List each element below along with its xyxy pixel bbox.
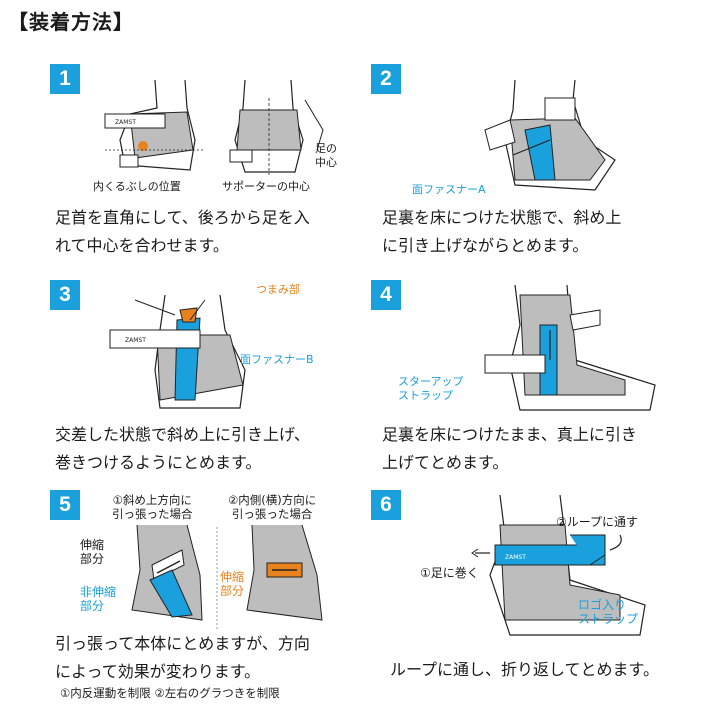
step-6-description: ループに通し、折り返してとめます。: [390, 660, 659, 679]
step-4-description: 足裏を床につけたまま、真上に引き 上げてとめます。: [382, 425, 637, 472]
step-6-logo-label: ロゴ入り ストラップ: [578, 598, 639, 626]
step-6-loop-label: ②ループに通す: [556, 515, 639, 529]
step-4-stirrup-label: スターアップ ストラップ: [398, 375, 464, 402]
step-1-brand: ZAMST: [115, 119, 136, 126]
step-3-number: 3: [50, 280, 80, 310]
step-5-illustration: [131, 525, 323, 630]
page-title: 【装着方法】: [8, 10, 134, 34]
step-2-number: 2: [371, 64, 401, 94]
step-2-description: 足裏を床につけた状態で、斜め上 に引き上げながらとめます。: [382, 208, 622, 255]
step-3-tab-label: つまみ部: [256, 283, 300, 296]
step-5-stretch2-label: 伸縮 部分: [220, 570, 245, 598]
step-3-fastener-label: 面ファスナーB: [240, 353, 314, 366]
step-3-description: 交差した状態で斜め上に引き上げ、 巻きつけるようにとめます。: [55, 425, 310, 472]
step-1-center-label: サポーターの中心: [222, 180, 310, 193]
step-5-stretch-label: 伸縮 部分: [80, 538, 105, 566]
step-5-case1-label: ①斜め上方向に 引っ張った場合: [112, 493, 193, 521]
step-5-description: 引っ張って本体にとめますが、方向 によって効果が変わります。: [55, 634, 310, 681]
step-5-case2-label: ②内側(横)方向に 引っ張った場合: [228, 493, 317, 521]
step-3-illustration: ZAMST: [109, 294, 246, 409]
step-5-note: ①内反運動を制限 ②左右のグラつきを制限: [60, 686, 280, 700]
step-6-illustration: ZAMST: [471, 495, 646, 636]
step-5-nonstretch-label: 非伸縮 部分: [80, 585, 117, 613]
step-4-number: 4: [371, 280, 401, 310]
step-1-description: 足首を直角にして、後ろから足を入 れて中心を合わせます。: [55, 208, 310, 255]
step-6-number: 6: [371, 490, 401, 520]
step-4-illustration: [484, 285, 656, 411]
step-3-brand: ZAMST: [125, 337, 146, 344]
step-6-wrap-label: ①足に巻く: [420, 566, 479, 580]
step-2-illustration: [484, 80, 616, 191]
step-2-fastener-label: 面ファスナーA: [412, 183, 486, 196]
step-1-foot-center-label: 足の 中心: [315, 142, 337, 169]
step-5-number: 5: [50, 490, 80, 520]
step-1-illustration: ZAMST: [104, 80, 324, 175]
step-6-brand: ZAMST: [505, 554, 526, 561]
step-1-ankle-label: 内くるぶしの位置: [93, 180, 181, 193]
step-1-number: 1: [50, 64, 80, 94]
